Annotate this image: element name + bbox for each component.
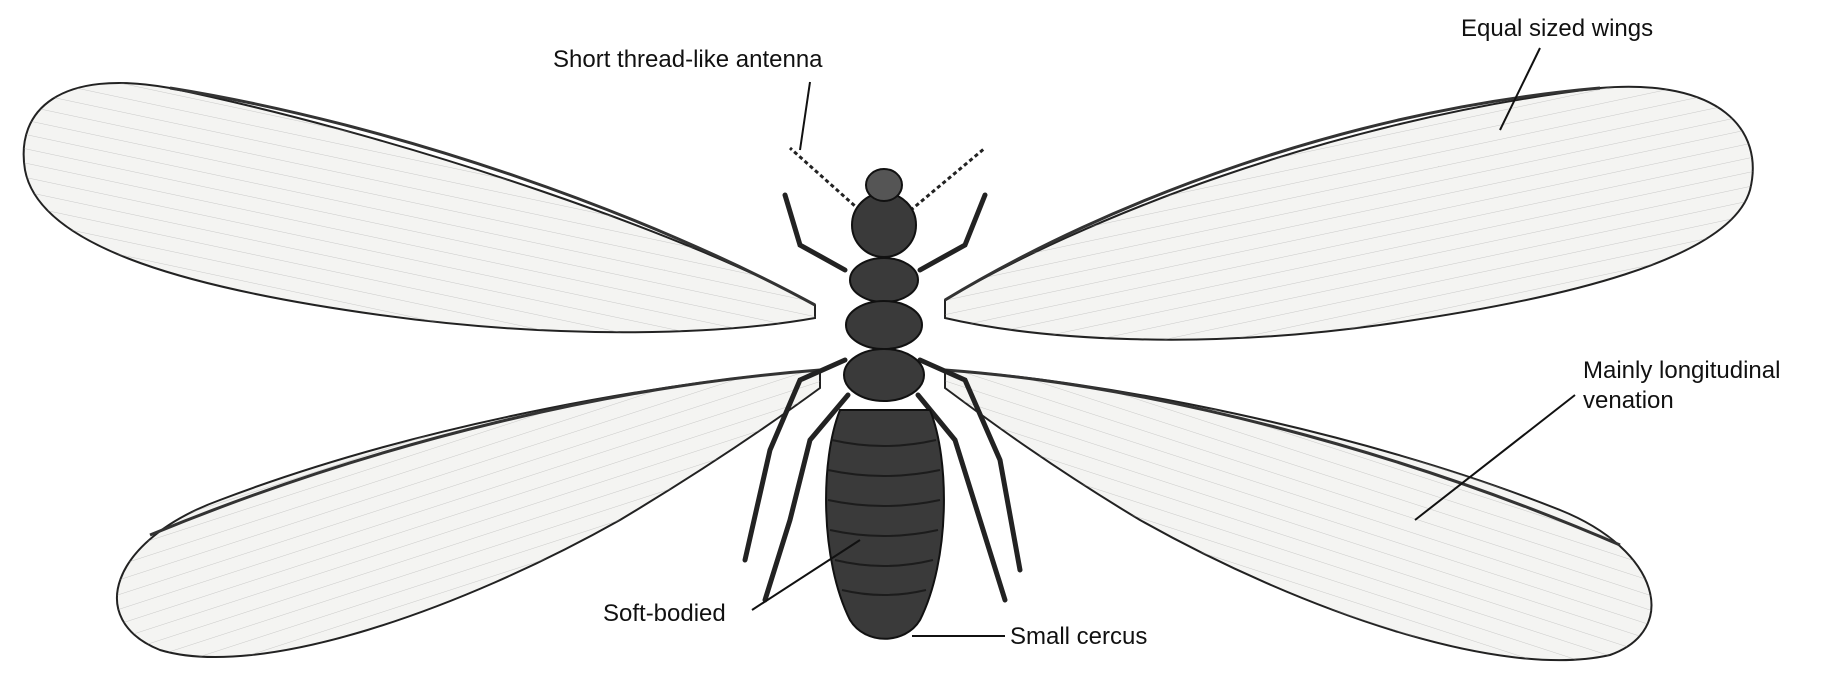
lower-right-wing xyxy=(945,370,1651,660)
label-equal-wings: Equal sized wings xyxy=(1461,14,1653,44)
abdomen xyxy=(826,410,944,639)
head xyxy=(852,193,916,257)
upper-left-wing xyxy=(24,83,815,332)
leader-antenna xyxy=(800,82,810,150)
thorax-2 xyxy=(846,301,922,349)
thorax-3 xyxy=(844,349,924,401)
label-small-cercus: Small cercus xyxy=(1010,622,1147,652)
thorax-1 xyxy=(850,258,918,302)
label-soft-bodied: Soft-bodied xyxy=(603,599,726,629)
label-venation-line2: venation xyxy=(1583,386,1674,416)
label-venation-line1: Mainly longitudinal xyxy=(1583,356,1780,386)
label-antenna: Short thread-like antenna xyxy=(553,45,823,75)
upper-right-wing xyxy=(945,87,1753,340)
